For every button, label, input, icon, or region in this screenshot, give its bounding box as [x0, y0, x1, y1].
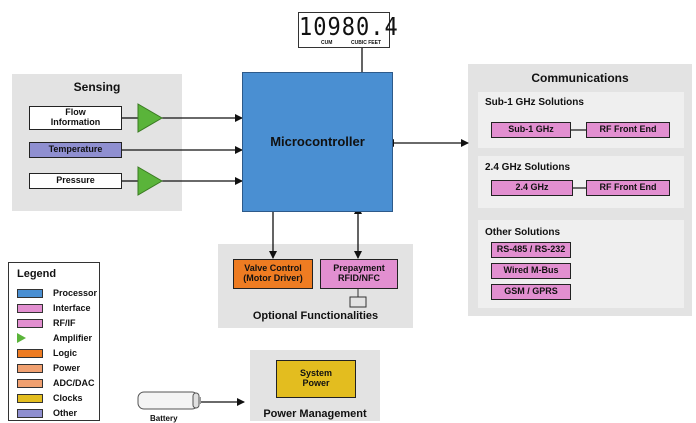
- legend-swatch: [17, 393, 43, 403]
- legend-label: Clocks: [53, 393, 83, 403]
- ghz24-title: 2.4 GHz Solutions: [485, 162, 571, 173]
- legend-swatch: [17, 348, 43, 358]
- legend-label: Interface: [53, 303, 91, 313]
- meter-unit-cum: CUM: [321, 40, 333, 46]
- legend-item: Clocks: [17, 392, 83, 404]
- sub1-ghz-title: Sub-1 GHz Solutions: [485, 97, 584, 108]
- valve-control-box: Valve Control (Motor Driver): [233, 259, 313, 289]
- flow-information-box: Flow Information: [29, 106, 122, 130]
- communications-title: Communications: [531, 71, 629, 85]
- legend-item: Amplifier: [17, 332, 92, 344]
- legend-item: RF/IF: [17, 317, 76, 329]
- power-management-title: Power Management: [263, 408, 367, 420]
- wired-mbus-box: Wired M-Bus: [491, 263, 571, 279]
- legend-item: Other: [17, 407, 77, 419]
- sub1-rf-front-end-box: RF Front End: [586, 122, 670, 138]
- legend-item: Interface: [17, 302, 91, 314]
- legend-label: Power: [53, 363, 81, 373]
- prepayment-box: Prepayment RFID/NFC: [320, 259, 398, 289]
- other-solutions-title: Other Solutions: [485, 227, 560, 238]
- legend-item: Logic: [17, 347, 77, 359]
- meter-unit-cubic-feet: CUBIC FEET: [351, 40, 381, 46]
- system-power-box: System Power: [276, 360, 356, 398]
- sub1-ghz-panel: [478, 92, 684, 148]
- legend-title: Legend: [17, 268, 57, 280]
- gsm-gprs-box: GSM / GPRS: [491, 284, 571, 300]
- legend-item: Processor: [17, 287, 97, 299]
- legend-label: Amplifier: [53, 333, 93, 343]
- pressure-box: Pressure: [29, 173, 122, 189]
- optional-functionalities-title: Optional Functionalities: [252, 310, 379, 322]
- legend-label: RF/IF: [53, 318, 76, 328]
- legend-swatch: [17, 303, 43, 313]
- battery-label: Battery: [150, 414, 178, 423]
- legend-swatch: [17, 318, 43, 328]
- battery-icon: [137, 391, 201, 410]
- rs485-rs232-box: RS-485 / RS-232: [491, 242, 571, 258]
- ghz24-box: 2.4 GHz: [491, 180, 573, 196]
- sub1-ghz-box: Sub-1 GHz: [491, 122, 571, 138]
- amplifier-flow-icon: [137, 103, 163, 133]
- legend-swatch: [17, 378, 43, 388]
- meter-display: 10980.4 CUM CUBIC FEET: [298, 12, 399, 48]
- legend-label: ADC/DAC: [53, 378, 95, 388]
- legend-item: ADC/DAC: [17, 377, 95, 389]
- legend-swatch: [17, 408, 43, 418]
- nfc-antenna-icon: [349, 289, 367, 308]
- legend-item: Power: [17, 362, 80, 374]
- microcontroller-block: Microcontroller: [242, 72, 393, 212]
- ghz24-rf-front-end-box: RF Front End: [586, 180, 670, 196]
- meter-reading: 10980.4: [299, 13, 399, 42]
- sensing-title: Sensing: [73, 80, 121, 94]
- amplifier-icon: [17, 333, 26, 343]
- legend-swatch: [17, 363, 43, 373]
- legend-label: Processor: [53, 288, 98, 298]
- temperature-box: Temperature: [29, 142, 122, 158]
- legend-swatch: [17, 288, 43, 298]
- legend-label: Logic: [53, 348, 77, 358]
- legend-label: Other: [53, 408, 78, 418]
- amplifier-pressure-icon: [137, 166, 163, 196]
